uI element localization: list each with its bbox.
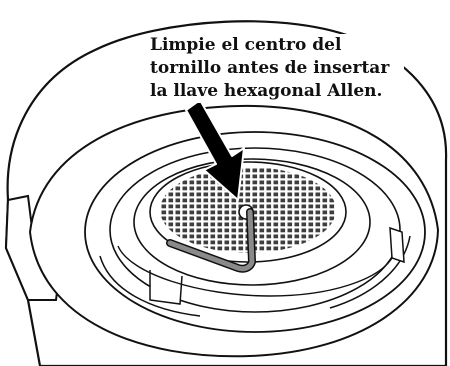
gasket-lip-right (329, 235, 411, 309)
instruction-caption: Limpie el centro del tornillo antes de i… (146, 34, 404, 103)
pointer-arrow (185, 99, 245, 201)
instruction-line-2: tornillo antes de insertar (150, 58, 390, 78)
allen-key-fill (167, 209, 255, 272)
gasket-lip-left (99, 255, 201, 317)
instruction-line-3: la llave hexagonal Allen. (150, 81, 383, 101)
gasket-tab-right (389, 226, 405, 264)
instruction-line-1: Limpie el centro del (150, 35, 342, 55)
gasket-tab-left (149, 270, 183, 305)
gasket-step (117, 245, 393, 297)
